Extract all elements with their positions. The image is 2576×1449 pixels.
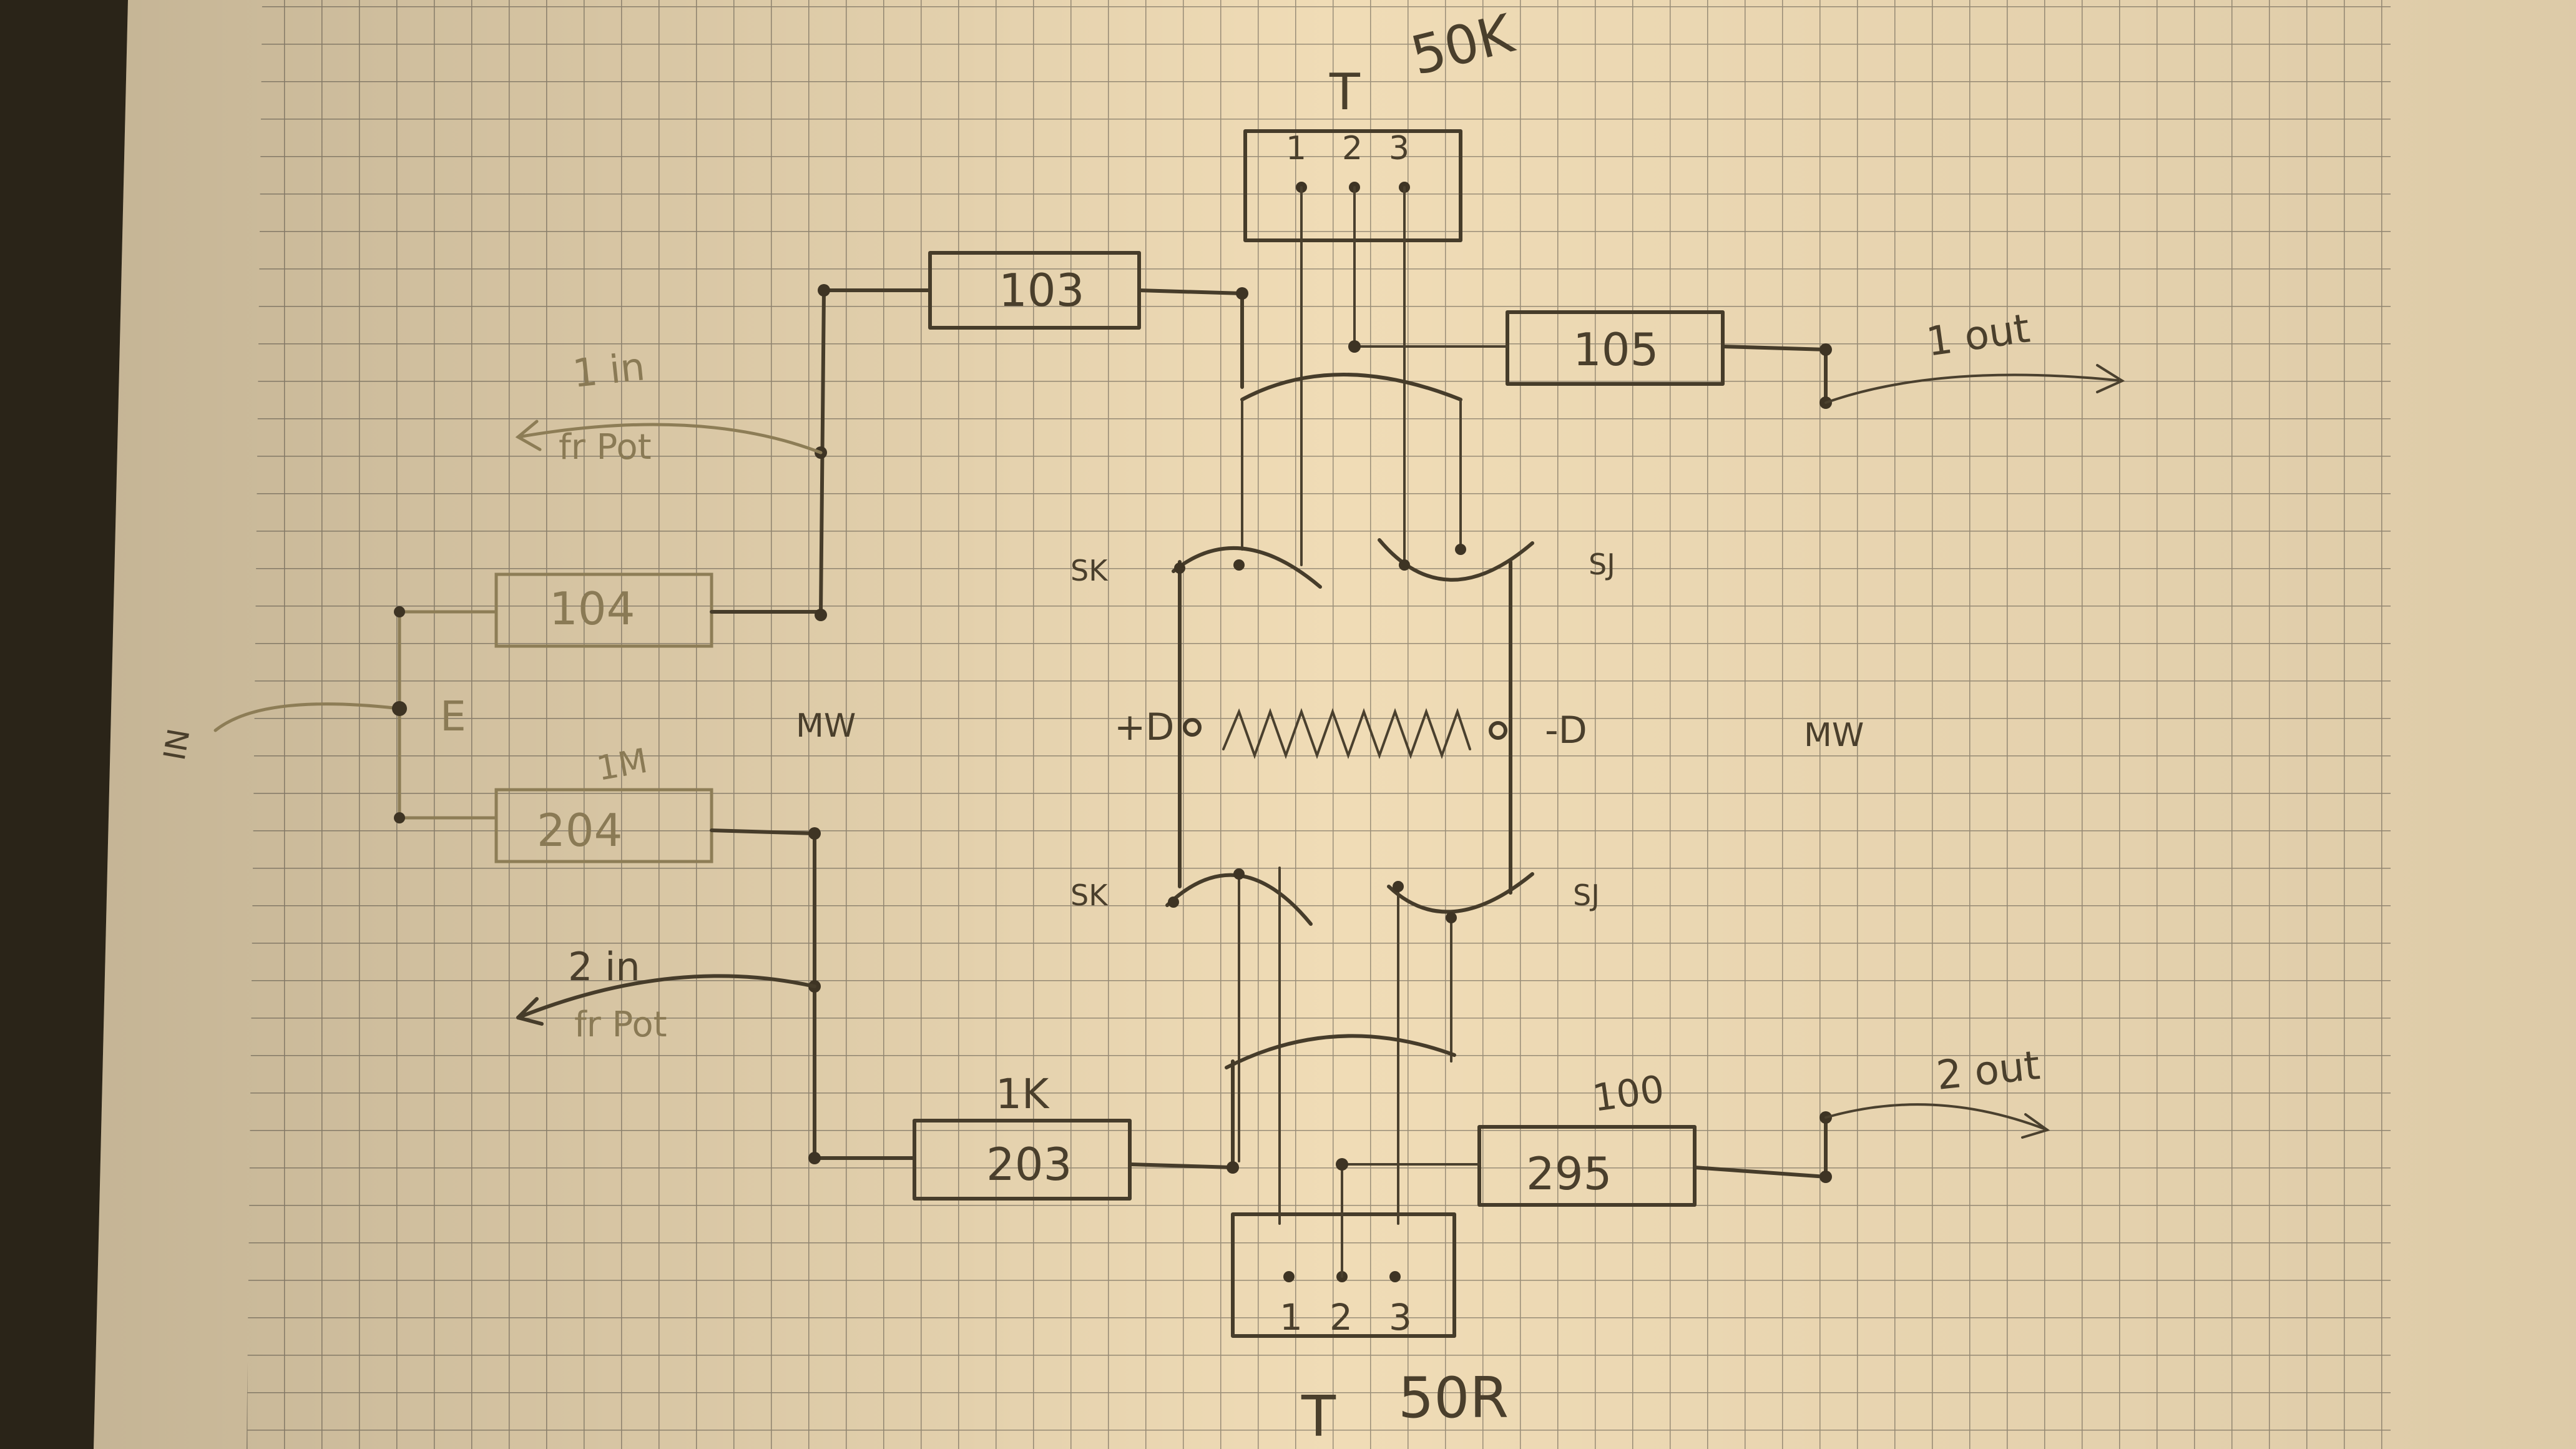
bottom-pot-pin-3: 3 [1389,1296,1412,1338]
resistor-295-label: 295 [1526,1147,1612,1200]
input-1-source-label: fr Pot [559,427,652,468]
top-pot-label: T [1329,63,1361,121]
mw-left-label: MW [796,707,856,745]
resistor-103: 103 [928,251,1141,330]
mw-right-label: MW [1804,717,1864,754]
output-2-arrow [1824,1103,2050,1139]
bottom-pot-value: 50R [1398,1365,1509,1431]
plus-d-label: +D [1114,705,1174,749]
input-1-arrow [515,420,823,454]
bottom-pot-label: T [1301,1384,1336,1449]
jack-sk-top-label: SK [1070,554,1109,587]
resistor-204-label: 204 [537,804,622,857]
jack-sj-bottom-label: SJ [1573,878,1600,912]
resistor-105-label: 105 [1573,323,1658,376]
input-2-source-label: fr Pot [574,1004,667,1045]
output-2-label: 2 out [1934,1043,2042,1099]
jack-sj-top-label: SJ [1589,548,1615,581]
label-1k: 1K [996,1070,1050,1118]
top-pot-pin-2: 2 [1342,130,1363,167]
in-mark-label: IN [157,726,197,763]
bottom-potentiometer: 1 2 3 T 50R [1231,1212,1509,1449]
junction-dots [392,284,1832,1183]
resistor-204: 204 [494,788,713,863]
label-1m: 1M [594,741,650,788]
bottom-pot-pin1-dot [1283,1271,1295,1282]
jack-sk-bottom-label: SK [1070,878,1109,912]
top-pot-pin-3: 3 [1389,130,1409,167]
resistor-203-label: 203 [986,1138,1072,1191]
output-1-arrow [1824,364,2125,404]
center-zigzag [1222,707,1471,759]
e-label: E [440,692,466,740]
resistor-103-label: 103 [999,264,1084,317]
input-2-arrow [516,974,816,1026]
top-pot-pin-1: 1 [1286,130,1306,167]
bottom-pot-pin3-dot [1389,1271,1401,1282]
bottom-pot-pin-2: 2 [1330,1296,1353,1338]
resistor-104-label: 104 [549,582,635,635]
minus-d-label: -D [1545,709,1587,752]
label-100: 100 [1590,1068,1667,1121]
bottom-pot-pin-1: 1 [1280,1296,1303,1338]
input-1-label: 1 in [571,343,647,396]
input-2-label: 2 in [568,944,640,990]
